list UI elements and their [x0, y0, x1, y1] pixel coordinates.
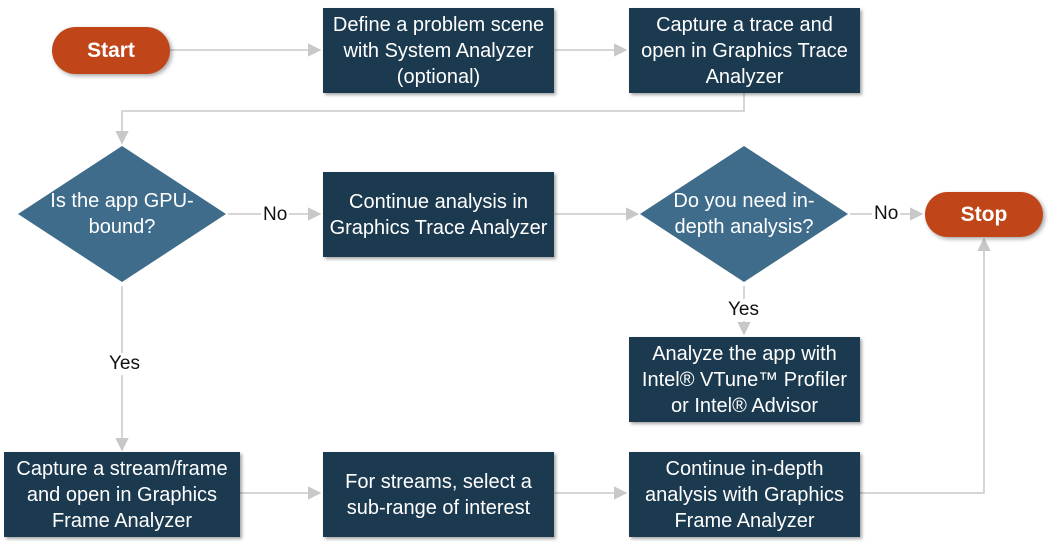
gpu-bound-question: Is the app GPU-bound? — [50, 190, 194, 238]
indepth-yes-label: Yes — [726, 299, 761, 321]
select-subrange-step: For streams, select a sub-range of inter… — [323, 452, 554, 537]
capture-stream-step: Capture a stream/frame and open in Graph… — [4, 452, 240, 537]
continue-frame-step: Continue in-depth analysis with Graphics… — [629, 452, 860, 537]
indepth-question: Do you need in-depth analysis? — [673, 190, 815, 238]
gpu-yes-label: Yes — [107, 353, 142, 375]
edge-capture-trace-to-gpu-q — [115, 93, 745, 145]
stop-terminal: Stop — [925, 192, 1043, 237]
indepth-no-label: No — [872, 203, 901, 225]
edge-continue-frame-to-stop — [860, 237, 991, 494]
start-terminal: Start — [52, 27, 170, 74]
gpu-no-label: No — [261, 204, 290, 226]
indepth-diamond — [640, 146, 848, 282]
gpu-bound-diamond — [18, 146, 226, 282]
analyze-vtune-step: Analyze the app with Intel® VTune™ Profi… — [629, 337, 860, 422]
continue-trace-step: Continue analysis in Graphics Trace Anal… — [323, 172, 554, 257]
define-scene-step: Define a problem scene with System Analy… — [323, 8, 554, 93]
capture-trace-step: Capture a trace and open in Graphics Tra… — [629, 8, 860, 93]
